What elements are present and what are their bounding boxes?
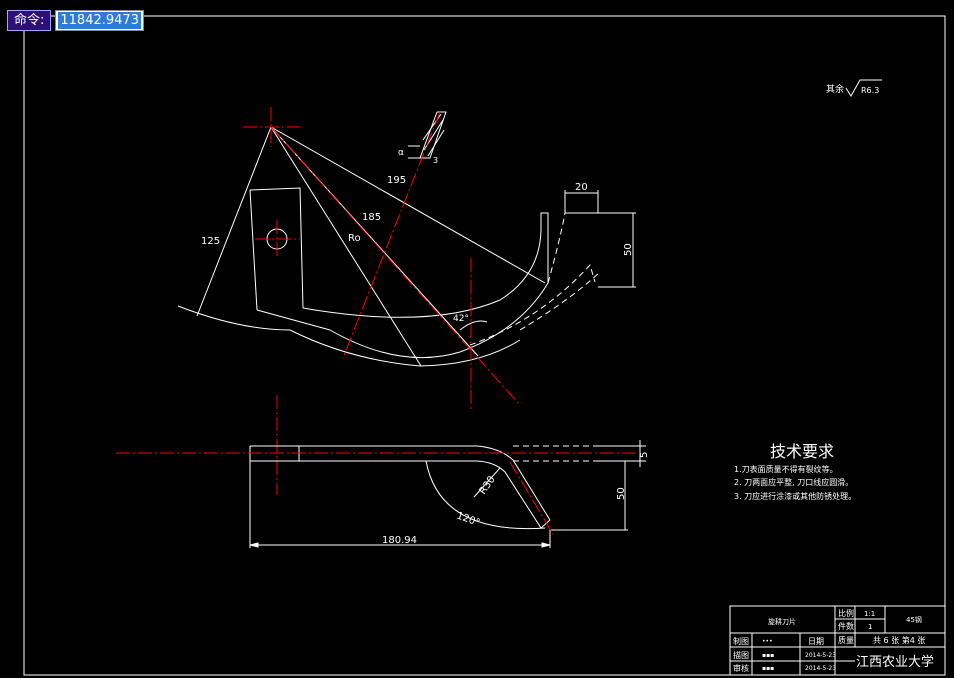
- blade-side-view: [249, 440, 646, 548]
- tb-role-0: 制图: [733, 636, 749, 646]
- dim-195: 195: [387, 175, 406, 186]
- dim-125: 125: [201, 236, 220, 247]
- center-lines-main: [243, 107, 521, 495]
- tb-name-1: ▪▪▪: [762, 652, 774, 659]
- tech-line-3: 3. 刀应进行涂漆或其他防锈处理。: [734, 491, 856, 501]
- tb-date-2: 2014-5-23: [805, 665, 836, 672]
- center-lines-side: [116, 452, 640, 535]
- title-block: [729, 605, 946, 676]
- tech-line-2: 2. 刀两面应平整, 刀口线应圆滑。: [734, 477, 853, 487]
- drawing-border: [23, 15, 946, 676]
- dim-Ro: Ro: [348, 233, 361, 244]
- command-label: 命令:: [7, 10, 52, 31]
- tech-line-1: 1.刀表面质量不得有裂纹等。: [734, 464, 838, 474]
- dim-42: 42°: [453, 314, 469, 324]
- dim-alpha: α: [398, 148, 404, 158]
- tb-name-0: •••: [762, 638, 773, 645]
- tb-school: 江西农业大学: [856, 654, 934, 670]
- blade-main-view: [177, 111, 636, 367]
- tb-sheet-info: 共 6 张 第4 张: [873, 635, 925, 645]
- tb-material: 45钢: [906, 615, 922, 624]
- dim-185: 185: [362, 212, 381, 223]
- tech-title: 技术要求: [770, 442, 834, 461]
- surface-finish-symbol: 其余 R6.3: [826, 79, 882, 97]
- finish-prefix: 其余: [826, 83, 844, 95]
- dim-R30: R30: [477, 474, 497, 496]
- dim-3: 3: [433, 156, 438, 165]
- tb-role-1: 描图: [733, 650, 749, 660]
- tb-date-0: 日期: [808, 637, 824, 646]
- tb-part-name: 旋耕刀片: [768, 617, 796, 626]
- tb-qty-label: 件数: [838, 621, 854, 631]
- tb-role-2: 审核: [733, 663, 749, 673]
- dim-20: 20: [575, 182, 588, 193]
- dim-50-side: 50: [616, 487, 627, 500]
- command-bar: 命令: 11842.9473: [7, 10, 144, 31]
- tb-date-1: 2014-5-23: [805, 652, 836, 659]
- command-input[interactable]: 11842.9473: [55, 10, 144, 31]
- tb-scale-label: 比例: [838, 608, 854, 618]
- tb-scale-value: 1:1: [864, 610, 875, 618]
- tb-qty-value: 1: [868, 623, 872, 631]
- tb-name-2: ▪▪▪: [762, 665, 774, 672]
- tb-weight-label: 质量: [838, 635, 854, 645]
- dim-5: 5: [639, 452, 650, 458]
- dim-180-94: 180.94: [382, 535, 417, 546]
- finish-value: R6.3: [861, 86, 879, 95]
- dim-120: 120°: [455, 510, 481, 529]
- dim-50-top: 50: [623, 243, 634, 256]
- command-value[interactable]: 11842.9473: [58, 12, 141, 29]
